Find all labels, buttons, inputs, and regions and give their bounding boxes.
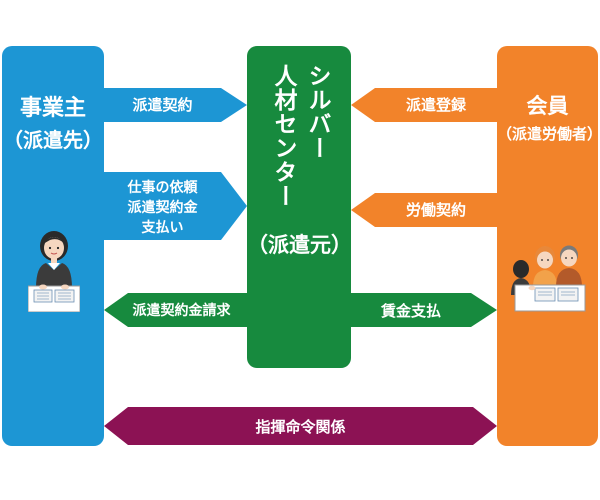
arrow-work-request-line3: 支払い	[104, 217, 221, 237]
arrow-command-relation: 指揮命令関係	[104, 405, 497, 447]
silver-center-name-line2: 人材センター	[268, 64, 298, 208]
arrow-wage-payment-label: 賃金支払	[351, 300, 471, 321]
arrow-wage-payment: 賃金支払	[351, 290, 497, 330]
office-worker-at-desk-icon	[28, 228, 80, 312]
member-sub: （派遣労働者）	[497, 123, 598, 144]
arrow-dispatch-registration: 派遣登録	[351, 85, 497, 125]
silver-center-name-line1: シルバー	[302, 64, 332, 160]
employer-sub: （派遣先）	[2, 124, 104, 153]
arrow-dispatch-contract-label: 派遣契約	[104, 94, 221, 115]
employer-name: 事業主	[2, 90, 104, 122]
silver-center-box: シルバー 人材センター （派遣元）	[247, 46, 351, 368]
consultation-group-icon	[511, 243, 587, 313]
arrow-command-relation-label: 指揮命令関係	[104, 416, 497, 437]
member-name: 会員	[497, 90, 598, 120]
arrow-billing: 派遣契約金請求	[104, 290, 247, 330]
arrow-dispatch-registration-label: 派遣登録	[375, 94, 497, 115]
silver-center-sub: （派遣元）	[247, 229, 351, 259]
arrow-work-request-line2: 派遣契約金	[104, 197, 221, 217]
arrow-billing-label: 派遣契約金請求	[116, 300, 247, 320]
arrow-dispatch-contract: 派遣契約	[104, 85, 247, 125]
arrow-work-request: 仕事の依頼 派遣契約金 支払い	[104, 170, 247, 242]
arrow-work-request-line1: 仕事の依頼	[104, 177, 221, 197]
arrow-labor-contract: 労働契約	[351, 190, 497, 230]
arrow-labor-contract-label: 労働契約	[375, 199, 497, 220]
